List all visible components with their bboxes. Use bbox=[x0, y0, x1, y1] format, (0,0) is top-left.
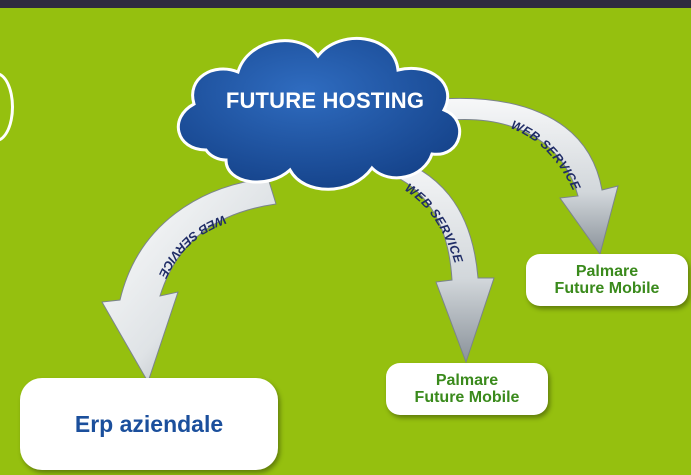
palmare-right-line1: Palmare bbox=[575, 263, 639, 280]
palmare-right-line2: Future Mobile bbox=[554, 280, 660, 297]
palmare-right-box: Palmare Future Mobile bbox=[526, 254, 688, 306]
arrow-to-palmare-center bbox=[368, 153, 495, 364]
palmare-center-box: Palmare Future Mobile bbox=[386, 363, 548, 415]
arrow-to-erp bbox=[101, 177, 277, 384]
palmare-center-line2: Future Mobile bbox=[414, 389, 520, 406]
cloud-title: FUTURE HOSTING bbox=[225, 88, 425, 113]
cloud-shape bbox=[176, 36, 462, 191]
arrow-to-palmare-right bbox=[425, 97, 619, 256]
top-band bbox=[0, 0, 691, 8]
palmare-center-line1: Palmare bbox=[435, 372, 499, 389]
erp-aziendale-label: Erp aziendale bbox=[74, 410, 224, 437]
erp-aziendale-box: Erp aziendale bbox=[20, 378, 278, 470]
